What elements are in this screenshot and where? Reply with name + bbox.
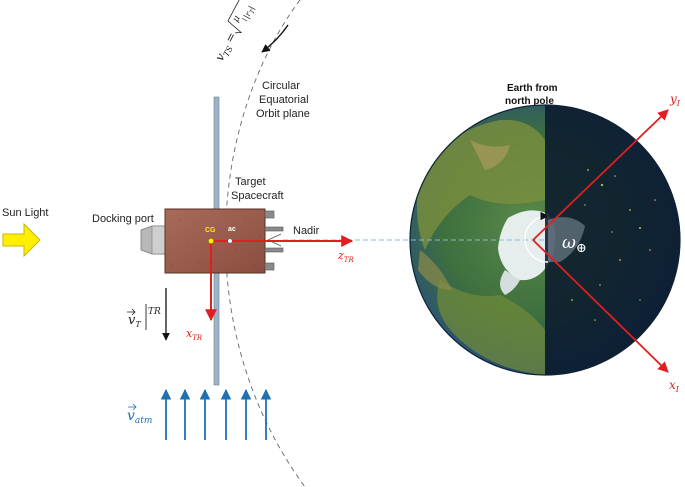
earth-label-1: Earth from [507,83,558,94]
svg-text:TR: TR [148,307,161,317]
orbital-velocity-formula: vTS= μ |rT| [210,0,260,65]
svg-text:vTS=: vTS= [212,30,241,65]
cg-label: CG [205,227,216,234]
atmospheric-flow-arrows [166,390,266,440]
sun-light-label: Sun Light [2,207,48,219]
y-inertial-label: yI [669,92,681,108]
svg-text:vT: vT [128,313,141,329]
orbit-label-3: Orbit plane [256,108,310,120]
target-label-2: Spacecraft [231,190,284,202]
orbit-label-2: Equatorial [259,94,309,106]
nadir-label: Nadir [293,225,320,237]
cg-marker [208,238,213,243]
atmosphere-velocity-label: vatm [127,404,152,426]
docking-port [141,226,165,254]
target-label-1: Target [235,176,266,188]
x-tr-label: xTR [186,327,203,342]
sun-arrow-icon [3,224,40,256]
svg-text:vatm: vatm [127,408,152,426]
docking-port-label: Docking port [92,213,154,225]
earth-label-2: north pole [505,96,554,107]
x-inertial-label: xI [669,378,680,394]
solar-panel-top [214,97,219,209]
svg-text:μ: μ [231,14,243,24]
orbit-label-1: Circular [262,80,300,92]
svg-text:|rT|: |rT| [242,4,258,21]
velocity-label: vT TR [127,304,161,330]
solar-panel-bottom [214,273,219,385]
z-tr-label: zTR [337,249,354,264]
ac-label: ac [228,226,236,233]
ac-marker [228,239,232,243]
